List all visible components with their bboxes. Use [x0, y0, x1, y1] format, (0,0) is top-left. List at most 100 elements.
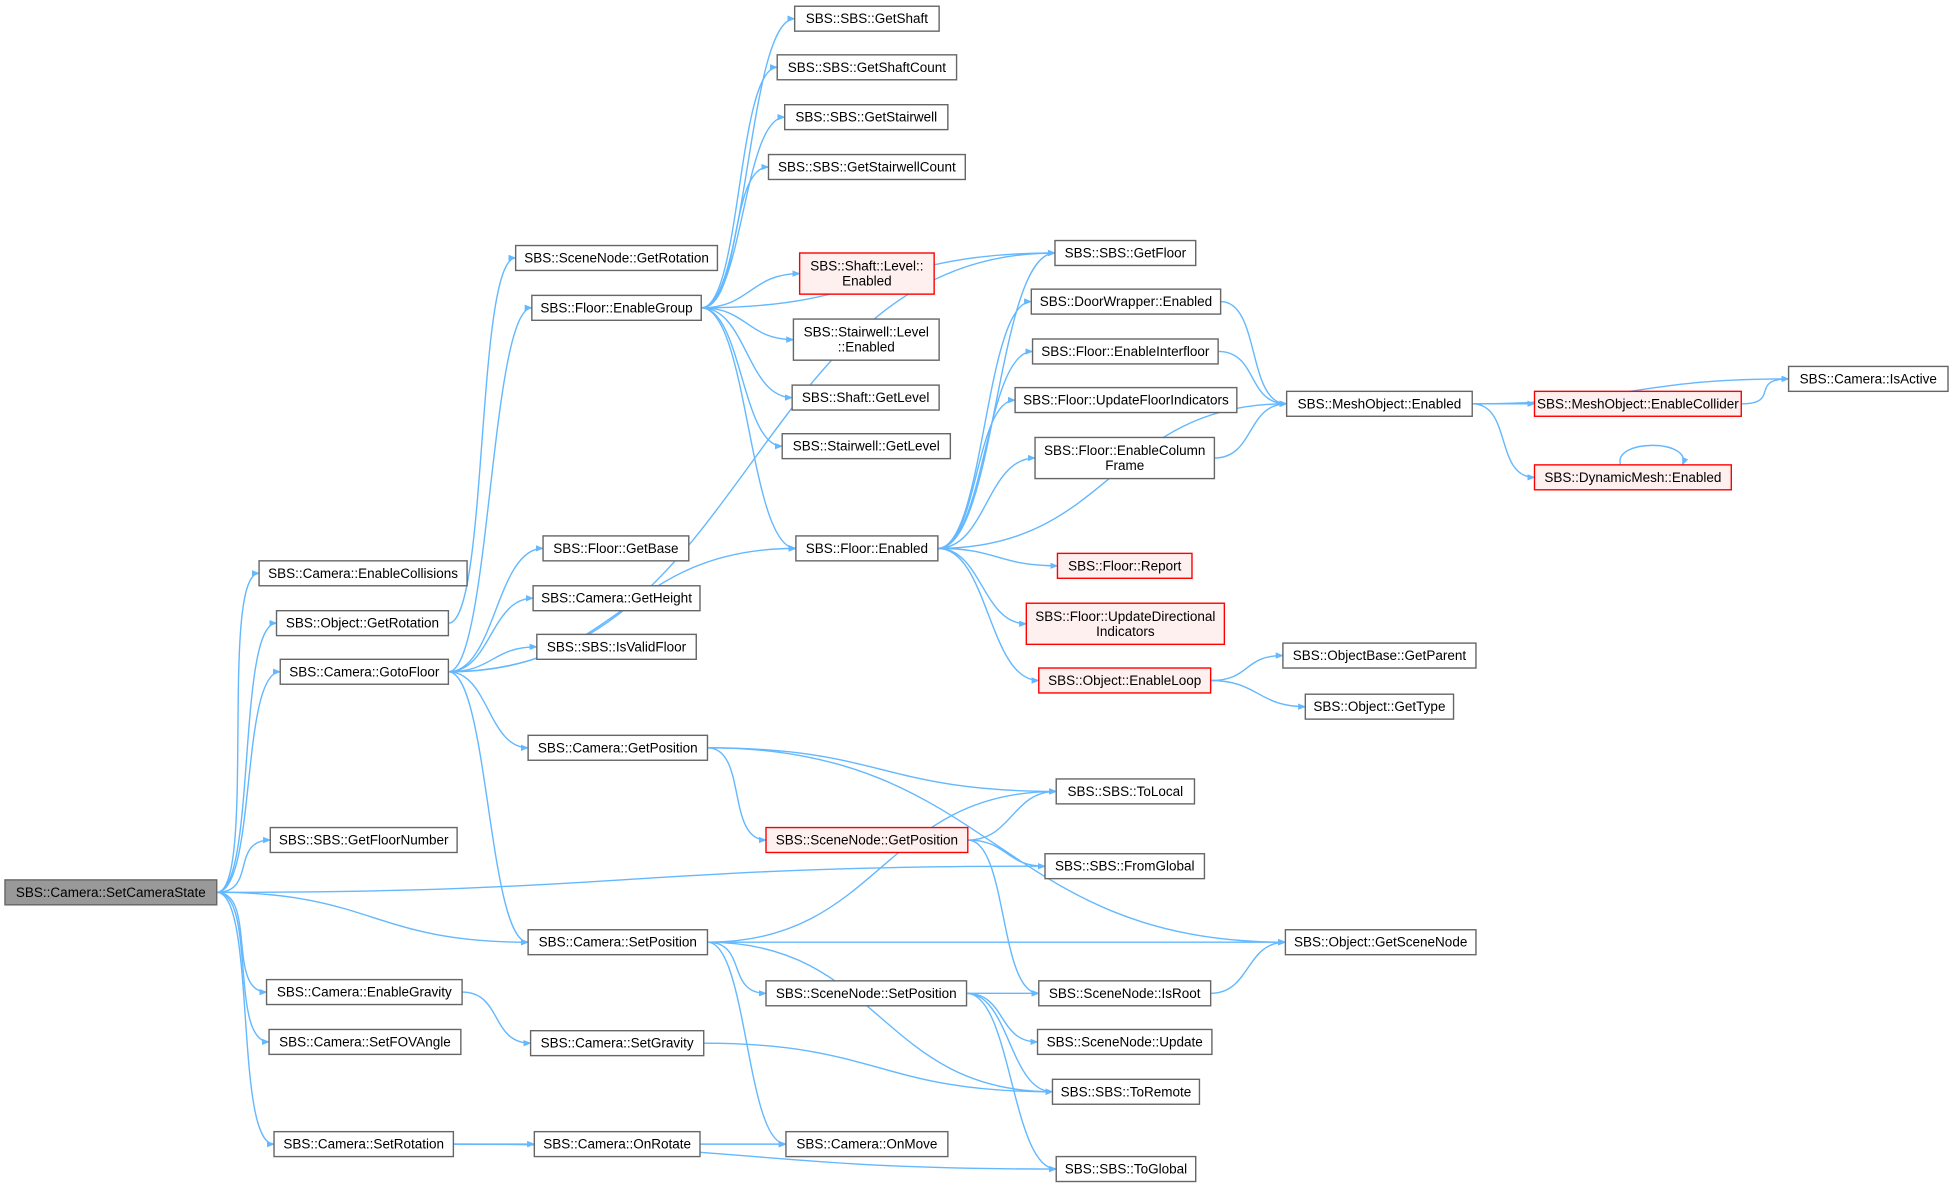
node-getfloor[interactable]: SBS::SBS::GetFloor: [1054, 239, 1197, 267]
node-label: SBS::Object::GetSceneNode: [1294, 935, 1467, 950]
node-sn-setposition[interactable]: SBS::SceneNode::SetPosition: [765, 980, 968, 1007]
call-edge: [701, 15, 796, 309]
call-edge: [707, 747, 1287, 946]
node-box: [1031, 338, 1219, 365]
node-shaft-getlevel[interactable]: SBS::Shaft::GetLevel: [791, 384, 940, 411]
node-label: Enabled: [842, 274, 892, 289]
call-edge: [216, 620, 278, 894]
call-edge: [448, 671, 529, 751]
node-getshaftcount[interactable]: SBS::SBS::GetShaftCount: [776, 54, 958, 81]
node-box: [785, 1130, 949, 1158]
node-enablegroup[interactable]: SBS::Floor::EnableGroup: [531, 294, 702, 322]
node-box: [527, 734, 709, 761]
node-label: SBS::Camera::OnRotate: [543, 1137, 691, 1152]
node-toremote[interactable]: SBS::SBS::ToRemote: [1051, 1078, 1201, 1105]
node-gotofloor[interactable]: SBS::Camera::GotoFloor: [279, 658, 450, 685]
call-edge: [707, 747, 767, 844]
node-box: [1038, 980, 1212, 1007]
call-edge: [1472, 403, 1536, 481]
node-isvalidfloor[interactable]: SBS::SBS::IsValidFloor: [536, 633, 697, 661]
node-box: [781, 433, 952, 460]
node-setfovangle[interactable]: SBS::Camera::SetFOVAngle: [268, 1028, 462, 1056]
node-enablegravity[interactable]: SBS::Camera::EnableGravity: [265, 978, 463, 1006]
node-label: SBS::Camera::OnMove: [796, 1137, 937, 1152]
node-box: [776, 54, 958, 81]
node-door-enabled[interactable]: SBS::DoorWrapper::Enabled: [1030, 288, 1222, 315]
node-tolocal[interactable]: SBS::SBS::ToLocal: [1055, 778, 1196, 805]
node-setrotation[interactable]: SBS::Camera::SetRotation: [273, 1130, 455, 1158]
node-meshobj-enabled[interactable]: SBS::MeshObject::Enabled: [1285, 390, 1473, 417]
node-fromglobal[interactable]: SBS::SBS::FromGlobal: [1044, 853, 1206, 880]
node-gettype[interactable]: SBS::Object::GetType: [1304, 693, 1455, 720]
node-getbase[interactable]: SBS::Floor::GetBase: [542, 535, 690, 562]
node-isroot[interactable]: SBS::SceneNode::IsRoot: [1038, 980, 1212, 1007]
node-updatefloorind[interactable]: SBS::Floor::UpdateFloorIndicators: [1014, 386, 1238, 414]
call-edge: [216, 570, 260, 894]
node-sn-getrotation[interactable]: SBS::SceneNode::GetRotation: [514, 244, 719, 272]
node-isactive[interactable]: SBS::Camera::IsActive: [1787, 365, 1949, 393]
call-edge: [216, 836, 272, 894]
node-enableinterfloor[interactable]: SBS::Floor::EnableInterfloor: [1031, 338, 1219, 365]
node-enablecollisions[interactable]: SBS::Camera::EnableCollisions: [258, 560, 468, 587]
node-label: SBS::Camera::SetFOVAngle: [279, 1034, 451, 1049]
node-box: [1034, 436, 1216, 480]
call-edge: [937, 298, 1033, 550]
node-label: Frame: [1105, 458, 1144, 473]
node-cam-setposition[interactable]: SBS::Camera::SetPosition: [527, 929, 709, 956]
node-getscenenode[interactable]: SBS::Object::GetSceneNode: [1284, 929, 1477, 956]
node-box: [514, 244, 719, 272]
call-edge: [707, 941, 787, 1148]
call-edge: [966, 992, 1054, 1095]
call-edge: [448, 595, 534, 673]
node-obj-getrotation[interactable]: SBS::Object::GetRotation: [275, 609, 450, 637]
node-cam-getposition[interactable]: SBS::Camera::GetPosition: [527, 734, 709, 761]
node-getheight[interactable]: SBS::Camera::GetHeight: [532, 585, 701, 612]
node-box: [531, 294, 702, 322]
node-onrotate[interactable]: SBS::Camera::OnRotate: [533, 1130, 701, 1158]
node-getshaft[interactable]: SBS::SBS::GetShaft: [793, 5, 940, 32]
node-box: [1025, 602, 1226, 646]
call-edge: [701, 113, 786, 309]
node-layer: SBS::Camera::SetCameraStateSBS::Camera::…: [4, 5, 1949, 1183]
node-label: SBS::Floor::EnableColumn: [1044, 443, 1205, 458]
node-getstairwellcount[interactable]: SBS::SBS::GetStairwellCount: [767, 153, 966, 181]
call-edge: [707, 941, 1054, 1095]
node-toglobal[interactable]: SBS::SBS::ToGlobal: [1055, 1155, 1197, 1183]
node-box: [265, 978, 463, 1006]
node-label: SBS::Floor::GetBase: [553, 541, 678, 556]
node-label: SBS::DoorWrapper::Enabled: [1040, 294, 1212, 309]
node-box: [527, 929, 709, 956]
node-floor-enabled[interactable]: SBS::Floor::Enabled: [795, 535, 939, 562]
node-setcamerastate[interactable]: SBS::Camera::SetCameraState: [4, 879, 218, 906]
node-enablecollider[interactable]: SBS::MeshObject::EnableCollider: [1533, 390, 1742, 417]
call-edge: [1214, 400, 1288, 459]
node-getfloornumber[interactable]: SBS::SBS::GetFloorNumber: [269, 826, 458, 854]
node-dynmesh-enabled[interactable]: SBS::DynamicMesh::Enabled: [1533, 464, 1732, 491]
node-sn-update[interactable]: SBS::SceneNode::Update: [1036, 1028, 1213, 1056]
edge-layer: [216, 15, 1790, 1173]
node-label: SBS::ObjectBase::GetParent: [1293, 648, 1467, 663]
node-setgravity[interactable]: SBS::Camera::SetGravity: [529, 1030, 705, 1057]
call-edge: [216, 862, 1046, 894]
node-getparent[interactable]: SBS::ObjectBase::GetParent: [1282, 642, 1477, 669]
call-edge: [448, 671, 529, 946]
node-stairlevel-enabled[interactable]: SBS::Stairwell::Level::Enabled: [792, 318, 940, 361]
node-box: [1787, 365, 1949, 393]
node-shaftlevel-enabled[interactable]: SBS::Shaft::Level::Enabled: [798, 252, 935, 295]
call-edge: [967, 839, 1040, 997]
node-getstairwell[interactable]: SBS::SBS::GetStairwell: [783, 103, 949, 131]
node-sn-getposition[interactable]: SBS::SceneNode::GetPosition: [765, 826, 969, 854]
node-enableloop[interactable]: SBS::Object::EnableLoop: [1038, 667, 1212, 694]
node-box: [783, 103, 949, 131]
call-edge: [1619, 444, 1689, 466]
node-onmove[interactable]: SBS::Camera::OnMove: [785, 1130, 949, 1158]
node-stair-getlevel[interactable]: SBS::Stairwell::GetLevel: [781, 433, 952, 460]
node-box: [542, 535, 690, 562]
call-edge: [701, 307, 783, 450]
node-box: [1282, 642, 1477, 669]
node-report[interactable]: SBS::Floor::Report: [1056, 552, 1193, 579]
node-box: [1533, 464, 1732, 491]
